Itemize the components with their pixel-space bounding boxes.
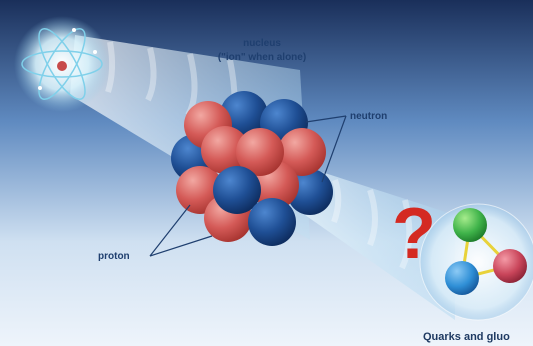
nucleus-ion-label: ("ion" when alone) [218,52,306,63]
green-quark [453,208,487,242]
quark-triangle [420,204,533,320]
atom-nucleus-dot [57,61,67,71]
proton-label: proton [98,251,130,262]
neutron-ball [248,198,296,246]
nucleus-label: nucleus [243,38,281,49]
quarks-gluons-label: Quarks and gluo [423,331,510,343]
red-quark [493,249,527,283]
atom-icon [14,16,110,112]
blue-quark [445,261,479,295]
neutron-label: neutron [350,111,387,122]
